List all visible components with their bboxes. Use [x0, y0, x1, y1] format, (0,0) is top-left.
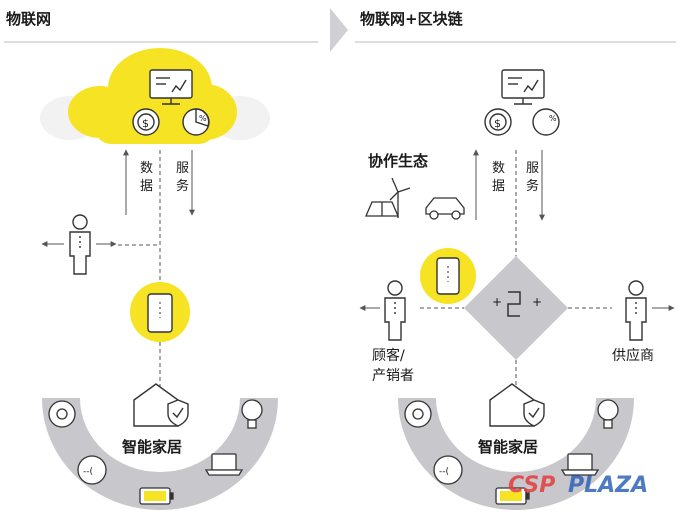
right-sun-icon	[404, 400, 432, 428]
supplier-person-icon	[625, 280, 647, 341]
person-icon	[69, 214, 91, 275]
house-shield-icon	[133, 383, 189, 427]
blockchain-diamond	[464, 256, 568, 360]
customer-label-line1: 顾客/	[372, 347, 405, 364]
customer-label-line2: 产销者	[372, 368, 414, 384]
battery-icon	[139, 487, 174, 505]
right-panel-title: 物联网+区块链	[360, 10, 464, 28]
left-data-label: 数据	[140, 161, 153, 194]
blockchain-chain-icon: + +	[492, 291, 542, 317]
svg-text:$: $	[142, 117, 149, 130]
svg-text:$: $	[494, 117, 501, 130]
gear-dollar-icon: $	[132, 108, 160, 136]
lightbulb-icon	[241, 399, 263, 429]
svg-text:+: +	[532, 295, 542, 309]
electric-car-icon	[425, 197, 465, 220]
right-pie-chart-icon: %	[532, 108, 560, 136]
pie-chart-icon: %	[182, 108, 210, 136]
svg-text:--(: --(	[439, 467, 449, 477]
solar-panel-icon	[365, 201, 399, 217]
left-panel-title: 物联网	[6, 10, 51, 28]
csp-plaza-watermark: CSP PLAZA	[508, 473, 648, 498]
supplier-label: 供应商	[612, 347, 654, 364]
ecosystem-label: 协作生态	[368, 152, 428, 170]
svg-text:+: +	[492, 295, 502, 309]
meter-icon: --(	[77, 455, 107, 485]
right-gear-dollar-icon: $	[484, 108, 512, 136]
right-dashboard-icon	[501, 69, 545, 105]
smart-home-ring	[42, 398, 278, 510]
right-ring-label: 智能家居	[478, 438, 538, 456]
watermark-part1: CSP	[508, 473, 555, 498]
smartphone-icon	[130, 282, 190, 342]
right-lightbulb-icon	[597, 399, 619, 429]
wind-turbine-icon	[389, 177, 411, 218]
watermark-part2: PLAZA	[568, 473, 648, 498]
right-meter-icon: --(	[433, 455, 463, 485]
svg-text:--(: --(	[83, 467, 93, 477]
dashboard-icon	[149, 69, 193, 105]
left-service-label: 服务	[176, 161, 189, 194]
right-service-label: 服务	[526, 161, 539, 194]
transition-arrow-icon	[330, 8, 348, 52]
right-header: 物联网+区块链	[355, 10, 676, 43]
laptop-icon	[204, 453, 244, 476]
sun-icon	[48, 400, 76, 428]
svg-text:%: %	[549, 114, 557, 123]
svg-text:%: %	[199, 114, 207, 123]
left-ring-label: 智能家居	[122, 438, 182, 456]
left-header: 物联网	[4, 10, 318, 43]
right-laptop-icon	[560, 453, 600, 476]
right-smartphone-icon	[420, 248, 476, 304]
right-smart-home-ring	[398, 398, 634, 510]
right-house-shield-icon	[489, 383, 545, 427]
customer-person-icon	[384, 280, 406, 341]
right-battery-icon	[495, 487, 530, 505]
right-data-label: 数据	[492, 161, 505, 194]
